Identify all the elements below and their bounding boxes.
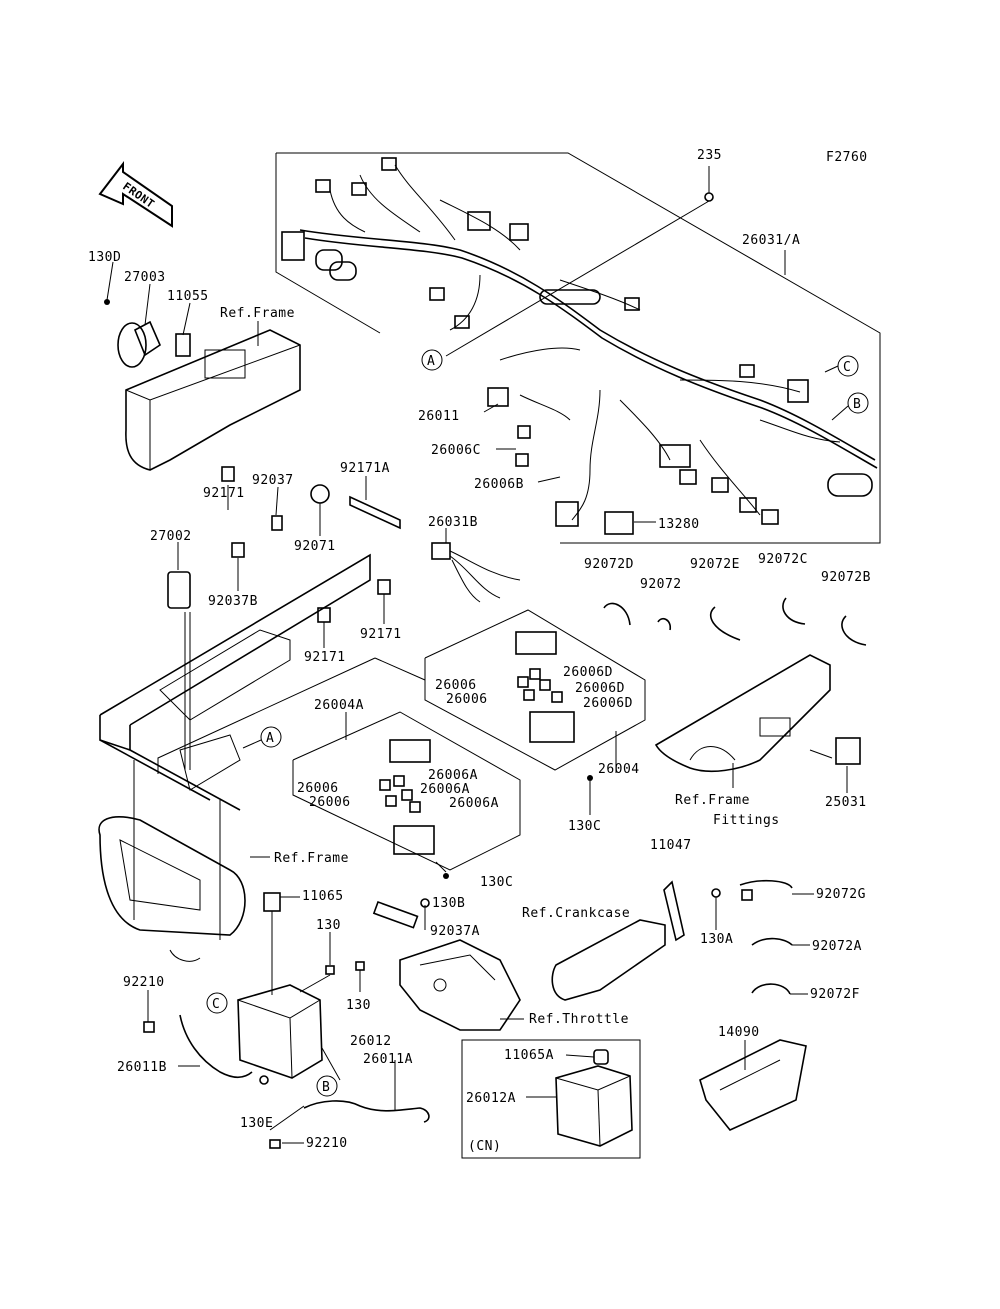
- label-26006a-a: 26006A: [428, 768, 478, 783]
- callout-c-2: C: [206, 992, 228, 1014]
- callout-a-1: A: [421, 349, 443, 371]
- label-235: 235: [697, 148, 722, 163]
- label-26012a: 26012A: [466, 1091, 516, 1106]
- label-26011a: 26011A: [363, 1052, 413, 1067]
- label-92037a: 92037A: [430, 924, 480, 939]
- callout-a-2: A: [260, 726, 282, 748]
- label-26031a: 26031/A: [742, 233, 800, 248]
- cn-battery-inset: [461, 1039, 641, 1159]
- label-26006b: 26006B: [474, 477, 524, 492]
- label-26006a-b: 26006A: [420, 782, 470, 797]
- label-11055: 11055: [167, 289, 209, 304]
- label-26011b: 26011B: [117, 1060, 167, 1075]
- label-13280: 13280: [658, 517, 700, 532]
- label-92171-c: 92171: [304, 650, 346, 665]
- label-26006d-b: 26006D: [575, 681, 625, 696]
- label-ref-throttle: Ref.Throttle: [529, 1012, 629, 1027]
- label-130c-a: 130C: [568, 819, 601, 834]
- main-frame-structure: [98, 553, 391, 962]
- label-ref-crankcase: Ref.Crankcase: [522, 906, 630, 921]
- main-harness-panel: [275, 152, 881, 544]
- relay-box-26004a: [157, 657, 521, 879]
- callout-b-1: B: [847, 392, 869, 414]
- label-11065: 11065: [302, 889, 344, 904]
- label-92072c: 92072C: [758, 552, 808, 567]
- label-ref-frame-fittings-2: Fittings: [713, 813, 780, 828]
- label-26006-a: 26006: [435, 678, 477, 693]
- label-92072b: 92072B: [821, 570, 871, 585]
- label-ref-frame-top: Ref.Frame: [220, 306, 295, 321]
- label-92072g: 92072G: [816, 887, 866, 902]
- horn-frame-group: [104, 299, 301, 482]
- front-arrow-icon: FRONT: [98, 161, 173, 228]
- svg-text:A: A: [427, 354, 435, 369]
- svg-text:B: B: [322, 1080, 330, 1095]
- callout-b-2: B: [316, 1075, 338, 1097]
- label-92037: 92037: [252, 473, 294, 488]
- label-26006-b: 26006: [446, 692, 488, 707]
- figure-code: F2760: [826, 150, 868, 165]
- label-26006c: 26006C: [431, 443, 481, 458]
- svg-text:C: C: [212, 997, 220, 1012]
- label-26004a: 26004A: [314, 698, 364, 713]
- label-130-a: 130: [316, 918, 341, 933]
- label-92171a: 92171A: [340, 461, 390, 476]
- label-92072e: 92072E: [690, 557, 740, 572]
- label-92171-a: 92171: [203, 486, 245, 501]
- label-92210-a: 92210: [123, 975, 165, 990]
- label-26011: 26011: [418, 409, 460, 424]
- label-26031b: 26031B: [428, 515, 478, 530]
- svg-text:C: C: [843, 360, 851, 375]
- small-parts-row: [231, 484, 401, 558]
- throttle-group: [372, 898, 521, 1031]
- label-26006d-c: 26006D: [583, 696, 633, 711]
- battery-group: [143, 892, 430, 1149]
- label-26006-d: 26006: [309, 795, 351, 810]
- svg-text:A: A: [266, 731, 274, 746]
- label-92171-b: 92171: [360, 627, 402, 642]
- label-11065a: 11065A: [504, 1048, 554, 1063]
- label-92072f: 92072F: [810, 987, 860, 1002]
- label-26006d-a: 26006D: [563, 665, 613, 680]
- clamps-group: [603, 597, 867, 646]
- crankcase-group: [551, 879, 807, 1131]
- label-ref-frame-mid: Ref.Frame: [274, 851, 349, 866]
- frame-fittings-group: [654, 654, 861, 773]
- label-cn: (CN): [468, 1139, 501, 1154]
- label-92037b: 92037B: [208, 594, 258, 609]
- label-130c-b: 130C: [480, 875, 513, 890]
- label-130a: 130A: [700, 932, 733, 947]
- label-27002: 27002: [150, 529, 192, 544]
- label-92072d: 92072D: [584, 557, 634, 572]
- label-130b: 130B: [432, 896, 465, 911]
- label-26006-c: 26006: [297, 781, 339, 796]
- label-14090: 14090: [718, 1025, 760, 1040]
- label-92072a: 92072A: [812, 939, 862, 954]
- label-26006a-c: 26006A: [449, 796, 499, 811]
- label-26012: 26012: [350, 1034, 392, 1049]
- label-92072: 92072: [640, 577, 682, 592]
- label-ref-frame-fittings-1: Ref.Frame: [675, 793, 750, 808]
- label-11047: 11047: [650, 838, 692, 853]
- label-27003: 27003: [124, 270, 166, 285]
- callout-c-1: C: [837, 355, 859, 377]
- sub-harness-26031b: [431, 542, 521, 603]
- label-130d: 130D: [88, 250, 121, 265]
- label-130e: 130E: [240, 1116, 273, 1131]
- svg-text:B: B: [853, 397, 861, 412]
- label-92210-b: 92210: [306, 1136, 348, 1151]
- label-25031: 25031: [825, 795, 867, 810]
- label-130-b: 130: [346, 998, 371, 1013]
- label-26004: 26004: [598, 762, 640, 777]
- relay-box-26004: [424, 609, 646, 781]
- label-92071: 92071: [294, 539, 336, 554]
